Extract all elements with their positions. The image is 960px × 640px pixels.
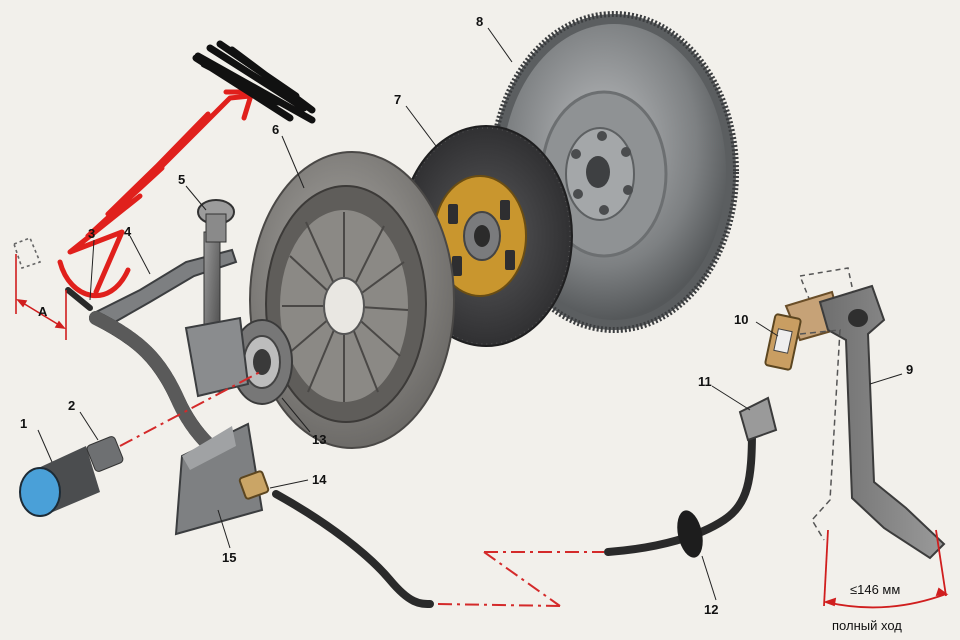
label-1: 1 — [20, 416, 27, 431]
dimension-a-label: A — [38, 304, 48, 319]
label-7: 7 — [394, 92, 401, 107]
part-labels: 1 2 3 4 5 6 7 8 9 10 11 12 13 14 15 — [20, 14, 913, 617]
pressure-plate — [249, 151, 455, 449]
label-12: 12 — [704, 602, 718, 617]
clutch-pedal — [799, 284, 946, 560]
label-2: 2 — [68, 398, 75, 413]
label-14: 14 — [312, 472, 327, 487]
label-11: 11 — [698, 374, 712, 389]
label-13: 13 — [312, 432, 326, 447]
label-15: 15 — [222, 550, 236, 565]
pedal-travel-value: ≤146 мм — [850, 582, 900, 597]
pedal-switch — [764, 313, 802, 371]
label-4: 4 — [124, 224, 132, 239]
pedal-travel-dimension — [823, 529, 949, 609]
black-scribble — [192, 40, 316, 124]
break-lines — [119, 371, 604, 607]
leader-lines — [37, 27, 903, 601]
label-10: 10 — [734, 312, 748, 327]
cable-retainer — [738, 396, 778, 442]
adjuster-nut — [238, 470, 270, 500]
release-fork — [94, 231, 250, 398]
label-8: 8 — [476, 14, 483, 29]
input-shaft — [19, 436, 124, 517]
dimension-a — [12, 236, 67, 340]
label-6: 6 — [272, 122, 279, 137]
label-9: 9 — [906, 362, 913, 377]
label-5: 5 — [178, 172, 185, 187]
cable-bracket — [174, 422, 264, 536]
pedal-travel-caption: полный ход — [832, 618, 902, 633]
pivot-ball — [197, 199, 235, 243]
label-3: 3 — [88, 226, 95, 241]
grommet — [677, 510, 703, 558]
